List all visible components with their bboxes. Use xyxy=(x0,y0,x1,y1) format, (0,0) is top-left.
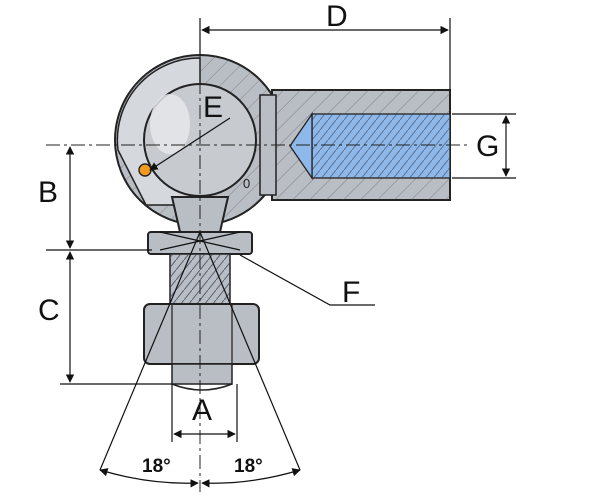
shank-end xyxy=(171,383,233,391)
center-lines xyxy=(46,55,470,492)
angle-arc-left xyxy=(99,468,199,488)
label-c: C xyxy=(38,294,60,327)
label-a: A xyxy=(192,394,212,427)
side-body: 0 xyxy=(243,89,451,201)
dimensions xyxy=(46,18,516,488)
body-zero-mark: 0 xyxy=(243,176,250,191)
label-angle-left: 18° xyxy=(142,456,171,477)
nut xyxy=(143,303,260,365)
label-angle-right: 18° xyxy=(234,456,263,477)
grease-nipple xyxy=(138,163,152,177)
ball-highlight xyxy=(150,94,190,154)
angle-line-left xyxy=(99,231,201,471)
leader-e xyxy=(149,117,231,171)
thread-lines xyxy=(312,114,450,178)
label-g: G xyxy=(476,130,499,163)
leader-f xyxy=(239,254,375,306)
angle-cross-right xyxy=(159,231,241,251)
bore-tip xyxy=(289,111,313,181)
stud xyxy=(143,196,260,391)
label-e: E xyxy=(203,91,223,124)
angle-line-right xyxy=(199,231,301,471)
shank-tip xyxy=(171,363,233,385)
label-b: B xyxy=(38,176,58,209)
label-f: F xyxy=(342,276,360,309)
angle-arc-right xyxy=(201,468,301,488)
label-d: D xyxy=(326,0,348,33)
